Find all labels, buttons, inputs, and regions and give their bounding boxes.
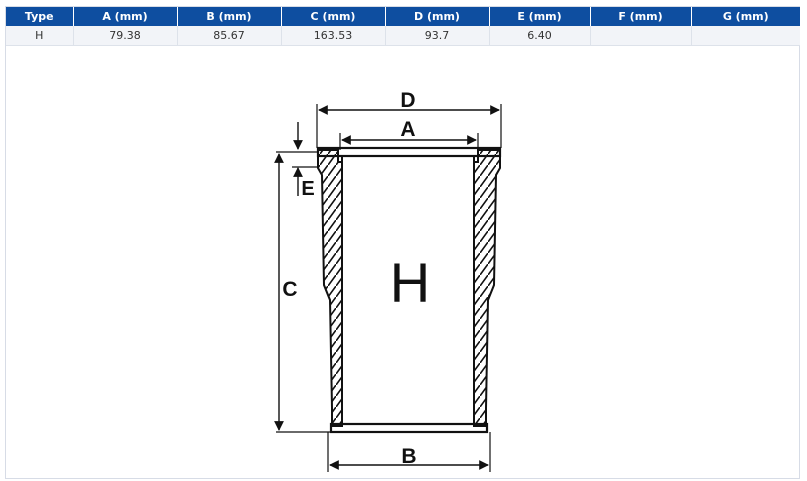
header-d: D (mm) [385,7,490,26]
header-c: C (mm) [281,7,386,26]
cell-a: 79.38 [73,26,178,46]
cell-g [691,26,800,46]
header-b: B (mm) [177,7,282,26]
cell-b: 85.67 [177,26,282,46]
content-frame [5,6,800,479]
cell-d: 93.7 [385,26,490,46]
table-row: H 79.38 85.67 163.53 93.7 6.40 [6,26,800,46]
header-type: Type [6,7,74,26]
spec-table: Type A (mm) B (mm) C (mm) D (mm) E (mm) … [6,7,800,46]
cell-c: 163.53 [281,26,386,46]
label-c: C [282,278,297,301]
label-b: B [401,445,416,468]
label-d: D [400,89,415,112]
label-e: E [301,178,314,200]
liner-left-wall [317,149,343,427]
cell-type: H [6,26,74,46]
label-a: A [400,118,415,141]
cell-f [590,26,692,46]
liner-bottom-rim [329,422,489,434]
header-a: A (mm) [73,7,178,26]
header-g: G (mm) [691,7,800,26]
type-letter: H [390,251,430,314]
liner-right-wall [473,149,501,427]
table-header-row: Type A (mm) B (mm) C (mm) D (mm) E (mm) … [6,7,800,26]
liner-top-flange [316,146,502,158]
header-f: F (mm) [590,7,692,26]
cell-e: 6.40 [489,26,591,46]
header-e: E (mm) [489,7,591,26]
